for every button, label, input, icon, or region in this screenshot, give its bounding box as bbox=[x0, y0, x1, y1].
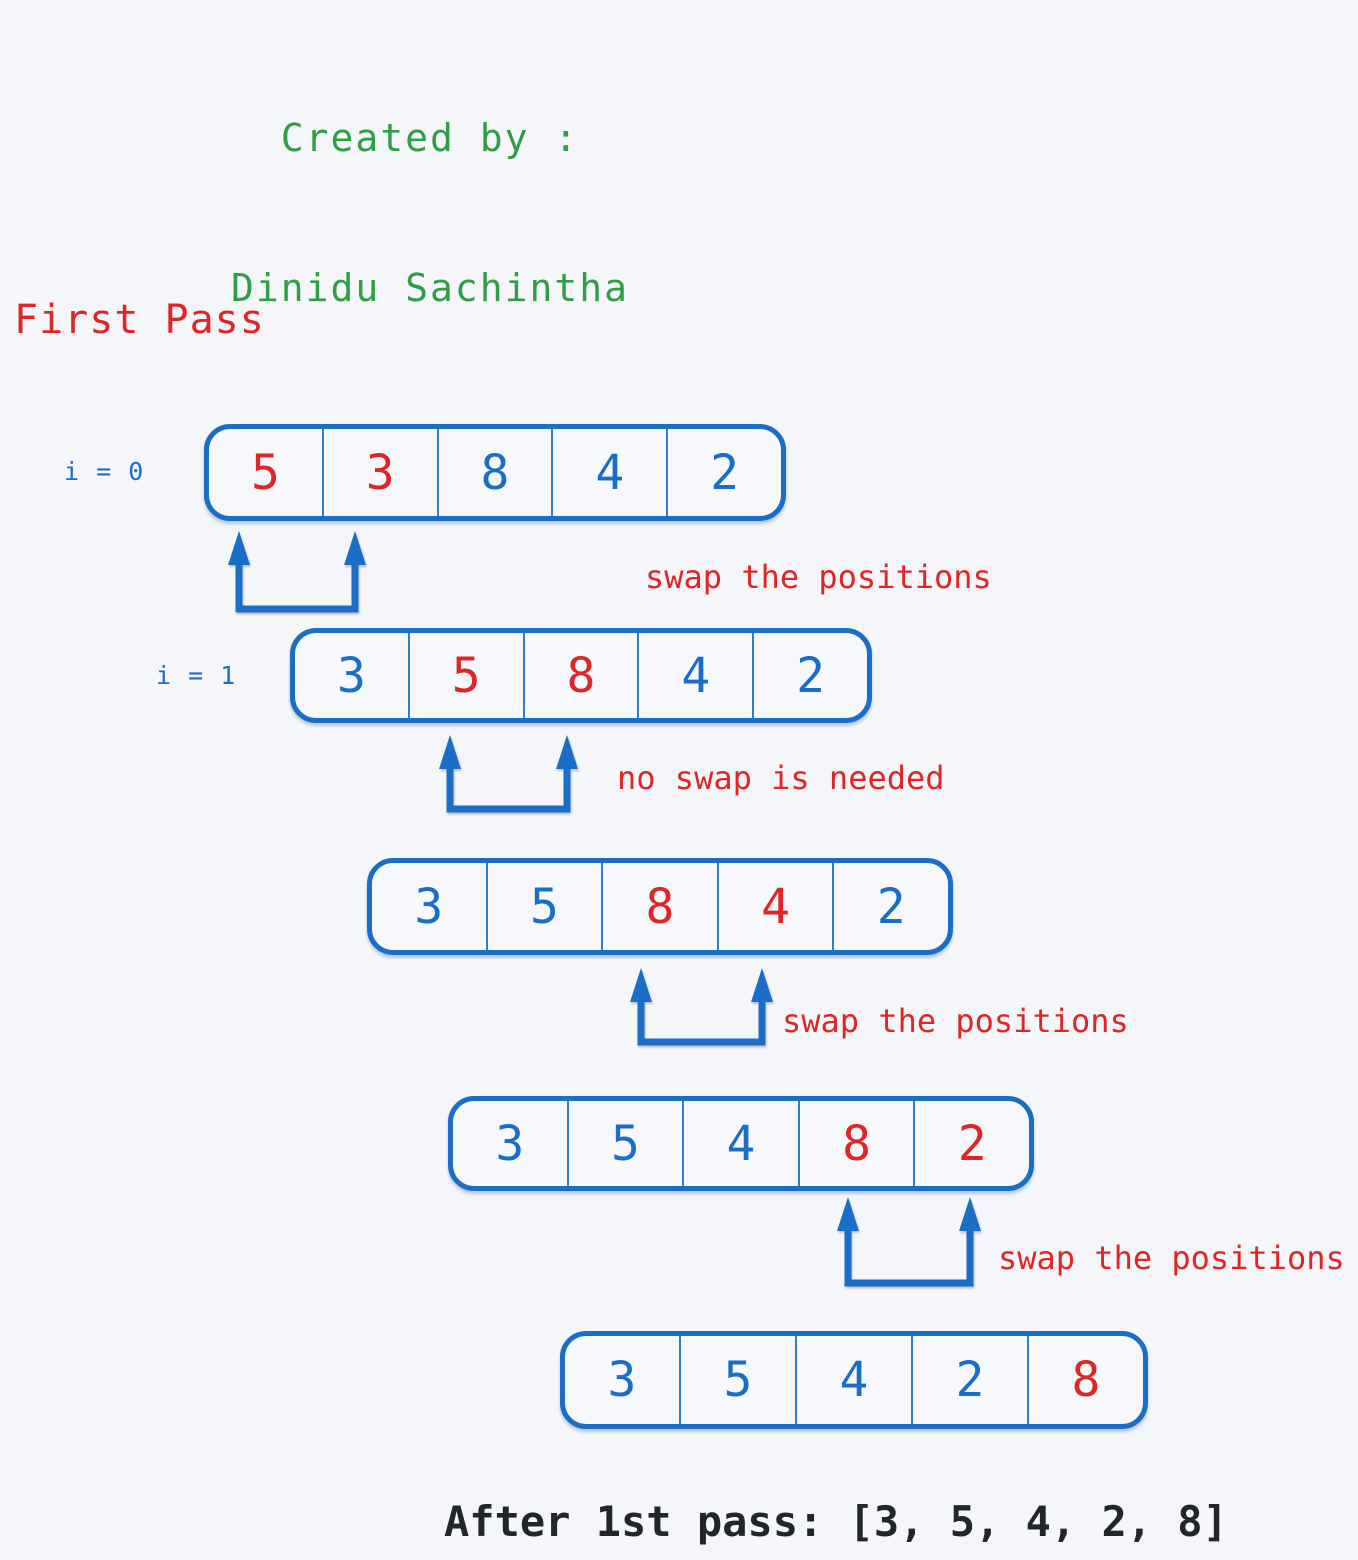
swap-caption: no swap is needed bbox=[617, 759, 945, 797]
cell-value: 5 bbox=[723, 1352, 753, 1408]
array-cell: 4 bbox=[795, 1336, 911, 1424]
array-cell: 8 bbox=[797, 1101, 914, 1186]
array-cell: 2 bbox=[666, 429, 781, 516]
array-cell: 4 bbox=[637, 633, 752, 718]
array-cell: 5 bbox=[566, 1101, 683, 1186]
array-cell: 2 bbox=[911, 1336, 1027, 1424]
array-cell: 5 bbox=[209, 429, 322, 516]
array-cell: 4 bbox=[551, 429, 666, 516]
array-box-step3: 3 5 8 4 2 bbox=[367, 858, 953, 955]
cell-value: 5 bbox=[451, 647, 481, 704]
cell-value: 2 bbox=[796, 647, 826, 704]
cell-value: 4 bbox=[681, 647, 711, 704]
cell-value: 2 bbox=[955, 1352, 985, 1408]
array-cell: 5 bbox=[407, 633, 523, 718]
cell-value: 5 bbox=[610, 1115, 640, 1172]
array-box-step1: 5 3 8 4 2 bbox=[204, 424, 786, 521]
cell-value: 3 bbox=[607, 1352, 637, 1408]
array-cell: 5 bbox=[679, 1336, 795, 1424]
section-title: First Pass bbox=[14, 297, 265, 343]
swap-arrow-icon bbox=[630, 968, 773, 1046]
array-cell: 8 bbox=[1027, 1336, 1143, 1424]
swap-arrow-icon bbox=[228, 531, 366, 613]
cell-value: 4 bbox=[726, 1115, 756, 1172]
cell-value: 3 bbox=[365, 444, 395, 501]
credit-block: Created by : Dinidu Sachintha bbox=[130, 13, 730, 413]
array-cell: 3 bbox=[565, 1336, 679, 1424]
array-cell: 4 bbox=[682, 1101, 798, 1186]
cell-value: 2 bbox=[957, 1115, 987, 1172]
cell-value: 4 bbox=[839, 1352, 869, 1408]
cell-value: 8 bbox=[566, 647, 596, 704]
credit-line1: Created by : bbox=[280, 116, 580, 160]
swap-arrow-icon bbox=[439, 735, 578, 813]
cell-value: 5 bbox=[529, 878, 559, 935]
array-cell: 4 bbox=[716, 863, 833, 950]
index-label-i0: i = 0 bbox=[64, 457, 145, 486]
cell-value: 5 bbox=[250, 444, 280, 501]
array-box-step2: 3 5 8 4 2 bbox=[290, 628, 872, 723]
cell-value: 8 bbox=[1071, 1352, 1101, 1408]
cell-value: 8 bbox=[480, 444, 510, 501]
swap-arrow-icon bbox=[837, 1197, 981, 1287]
cell-value: 3 bbox=[336, 647, 366, 704]
array-cell: 2 bbox=[752, 633, 867, 718]
array-box-step5: 3 5 4 2 8 bbox=[560, 1331, 1148, 1429]
array-cell: 3 bbox=[295, 633, 408, 718]
array-box-step4: 3 5 4 8 2 bbox=[448, 1096, 1034, 1191]
result-text: After 1st pass: [3, 5, 4, 2, 8] bbox=[444, 1497, 1228, 1546]
swap-caption: swap the positions bbox=[998, 1239, 1345, 1277]
cell-value: 2 bbox=[876, 878, 906, 935]
array-cell: 8 bbox=[522, 633, 638, 718]
array-cell: 3 bbox=[372, 863, 486, 950]
cell-value: 4 bbox=[761, 878, 791, 935]
cell-value: 4 bbox=[595, 444, 625, 501]
index-label-i1: i = 1 bbox=[156, 661, 237, 690]
array-cell: 2 bbox=[913, 1101, 1029, 1186]
array-cell: 2 bbox=[832, 863, 948, 950]
swap-caption: swap the positions bbox=[645, 558, 992, 596]
array-cell: 8 bbox=[436, 429, 552, 516]
swap-caption: swap the positions bbox=[782, 1002, 1129, 1040]
cell-value: 8 bbox=[645, 878, 675, 935]
cell-value: 3 bbox=[414, 878, 444, 935]
array-cell: 5 bbox=[485, 863, 602, 950]
cell-value: 3 bbox=[495, 1115, 525, 1172]
cell-value: 8 bbox=[842, 1115, 872, 1172]
array-cell: 8 bbox=[601, 863, 717, 950]
array-cell: 3 bbox=[321, 429, 437, 516]
cell-value: 2 bbox=[710, 444, 740, 501]
array-cell: 3 bbox=[453, 1101, 567, 1186]
credit-line2: Dinidu Sachintha bbox=[230, 266, 630, 310]
